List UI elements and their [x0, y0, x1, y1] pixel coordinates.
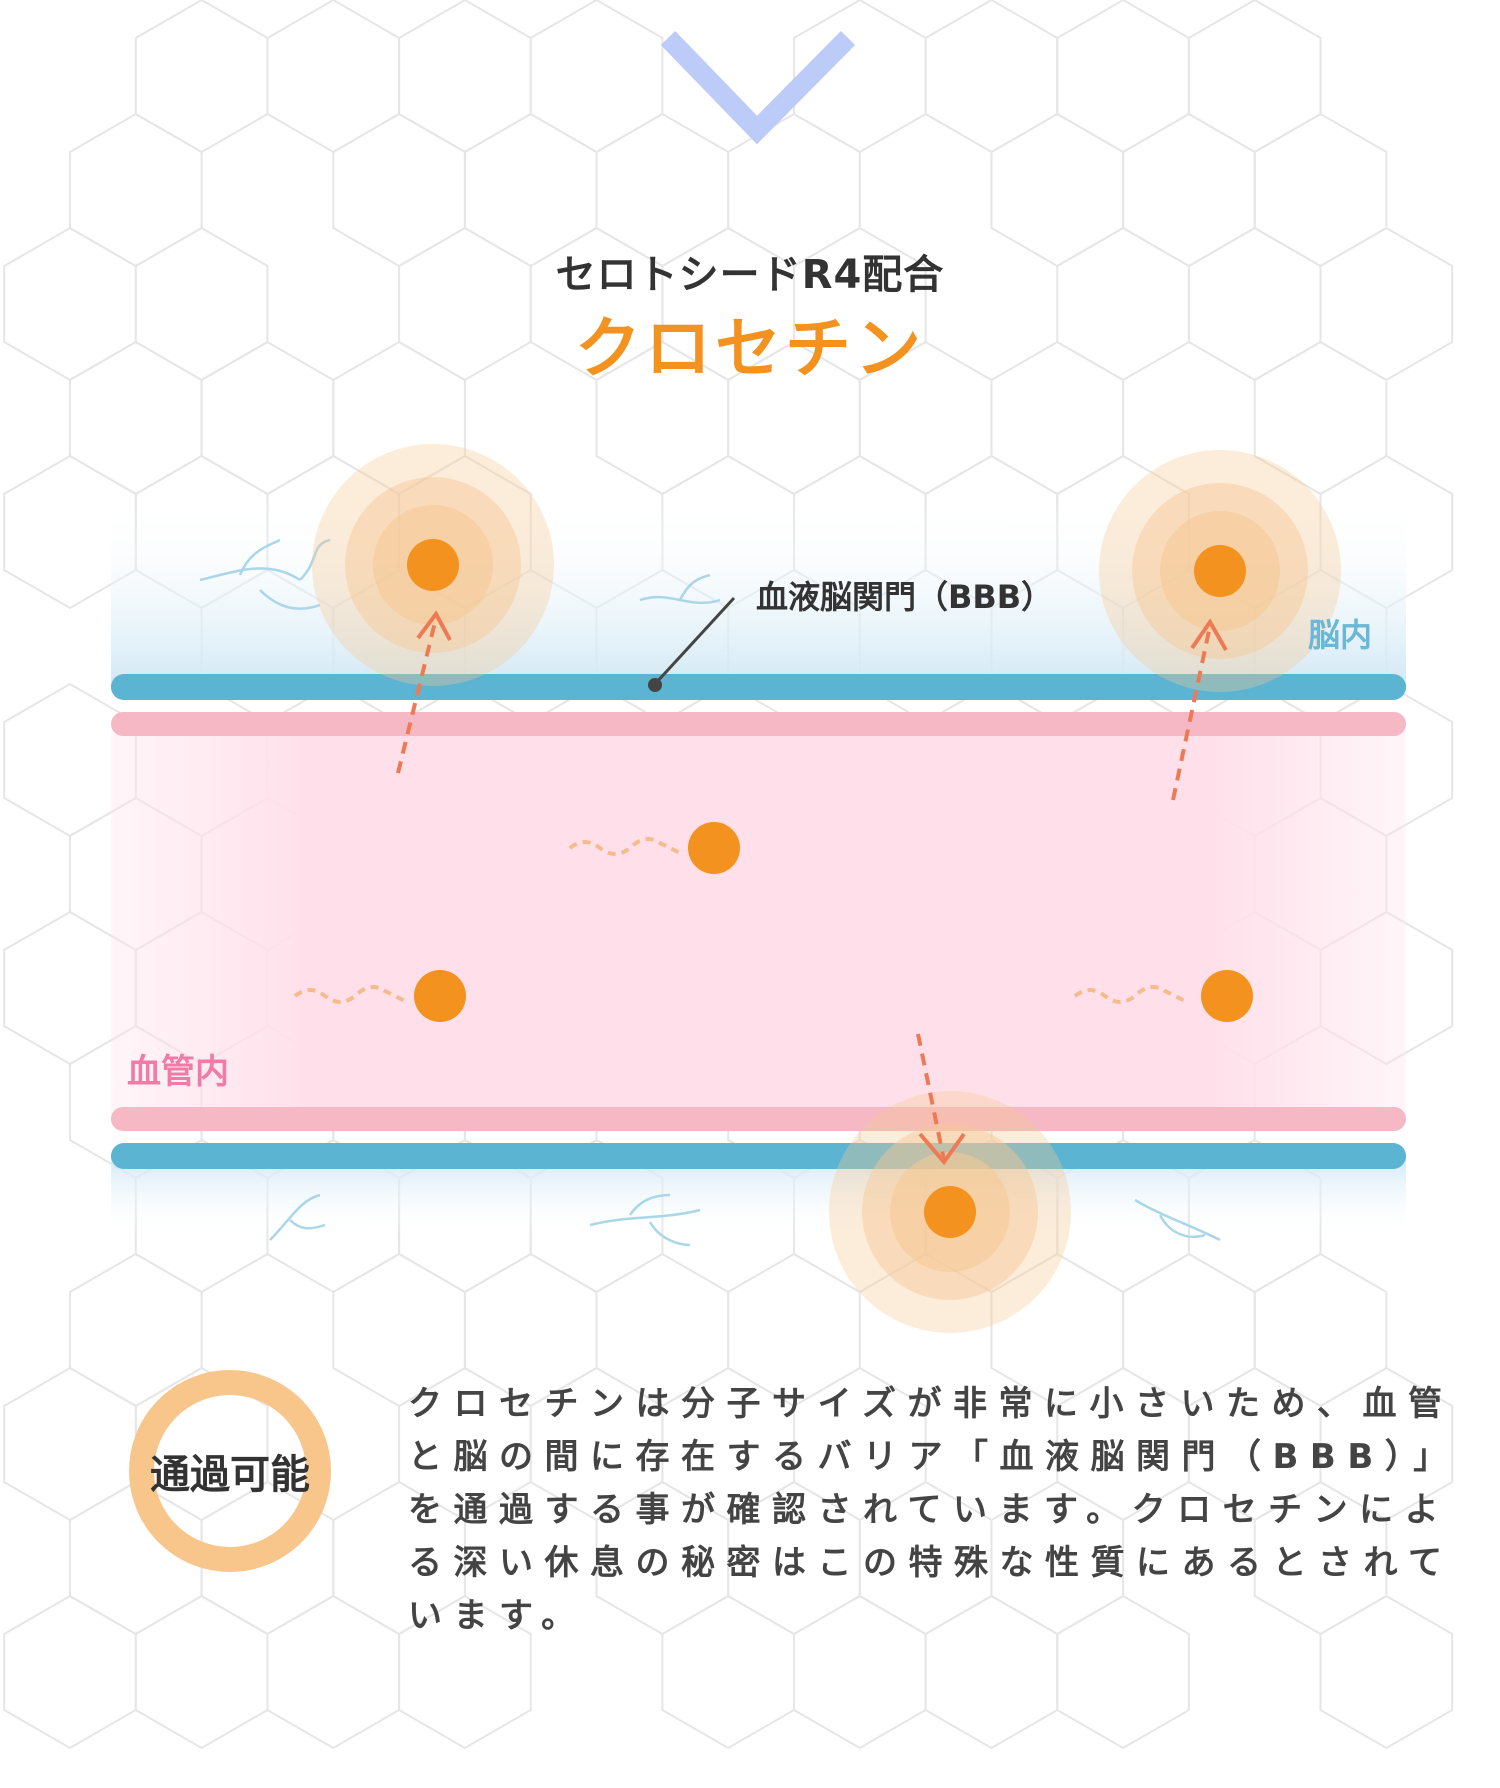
crocetin-molecule: [407, 539, 459, 591]
vessel-region: [111, 730, 1406, 1120]
product-subtitle: セロトシードR4配合: [555, 252, 945, 298]
crocetin-molecule: [414, 970, 466, 1022]
pass-arrows: [396, 610, 1228, 1166]
hexagon: [1056, 1594, 1190, 1750]
vessel-wall-bottom: [111, 1107, 1406, 1131]
pass-badge: 通過可能: [129, 1370, 331, 1572]
vessel-wall-top: [111, 712, 1406, 736]
page-title: クロセチン: [575, 310, 925, 387]
pass-badge-label: 通過可能: [150, 1452, 310, 1498]
barrier-line-bottom: [111, 1143, 1406, 1169]
pointer-line: [648, 596, 736, 692]
chevron-down-icon: [660, 30, 856, 145]
barrier-label: 血液脳関門（BBB）: [756, 578, 1054, 616]
hexagon: [398, 1594, 532, 1750]
crocetin-molecule: [688, 822, 740, 874]
brain-label: 脳内: [1308, 616, 1373, 654]
vessel-label: 血管内: [127, 1052, 229, 1092]
neuron-icons: [199, 538, 1221, 1247]
crocetin-molecule: [1194, 545, 1246, 597]
description-text: クロセチンは分子サイズが非常に小さいため、血管と脳の間に存在するバリア「血液脳関…: [408, 1384, 1459, 1636]
motion-trails: [293, 837, 1186, 1004]
hexagon: [1319, 1594, 1454, 1750]
crocetin-molecule: [924, 1186, 976, 1238]
crocetin-molecule: [1201, 970, 1253, 1022]
barrier-line-top: [111, 674, 1406, 700]
